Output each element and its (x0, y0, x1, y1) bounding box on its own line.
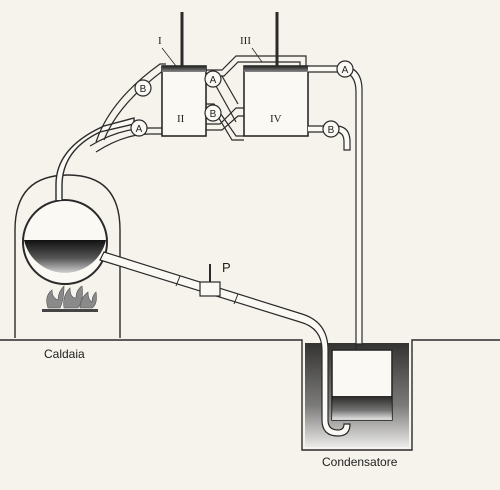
label-cylinder-iii: III (240, 35, 251, 47)
return-pipe-joint-left (175, 275, 181, 287)
valve-b-upper-left: B (134, 79, 152, 97)
svg-text:A: A (136, 124, 143, 135)
pump-housing (199, 281, 221, 297)
furnace-housing (14, 174, 121, 338)
leader-cylinder-iii (251, 47, 263, 63)
svg-text:B: B (328, 125, 335, 136)
feed-branch-lower (89, 127, 162, 147)
leader-cylinder-i (161, 47, 177, 67)
valve-b-lower-middle: B (204, 104, 222, 122)
valve-b-lower-right: B (322, 120, 340, 138)
label-cylinder-ii: II (177, 113, 185, 125)
feed-branch-upper (95, 63, 166, 143)
return-pipe (99, 251, 351, 437)
valve-a-lower-left: A (130, 119, 148, 137)
label-cylinder-iv: IV (270, 113, 282, 125)
steam-pipe (55, 117, 135, 200)
valve-a-upper-middle: A (204, 70, 222, 88)
return-pipe-joint-right (233, 293, 239, 305)
svg-text:B: B (210, 109, 217, 120)
cylinder-right (243, 65, 309, 137)
piston-left (162, 66, 206, 72)
fire-icon (42, 285, 98, 312)
label-cylinder-i: I (158, 35, 162, 47)
svg-text:A: A (210, 75, 217, 86)
label-condensatore: Condensatore (322, 455, 398, 469)
ground-line (0, 339, 500, 451)
svg-text:A: A (342, 65, 349, 76)
cylinder-left (161, 65, 207, 137)
piston-right (244, 66, 308, 72)
exhaust-pipe (308, 65, 363, 345)
valve-a-upper-right: A (336, 60, 354, 78)
feed-branch-lower-inner (95, 133, 162, 153)
label-pump: P (222, 260, 231, 275)
exhaust-pipe-lower (308, 125, 351, 151)
condenser-liquid (332, 396, 392, 420)
svg-text:B: B (140, 84, 147, 95)
boiler-water (24, 240, 106, 273)
label-caldaia: Caldaia (44, 347, 85, 361)
